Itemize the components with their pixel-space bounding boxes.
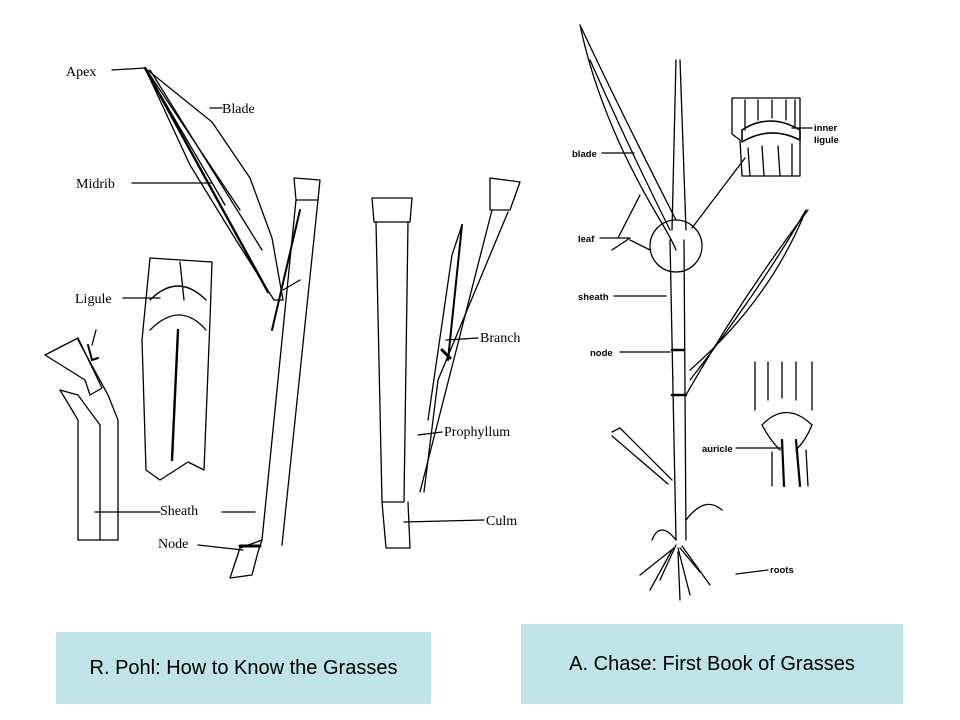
label-chase-leaf: leaf — [578, 234, 595, 245]
pohl-branch-drawing — [371, 177, 521, 549]
chase-auricle-inset — [735, 361, 813, 488]
label-chase-roots: roots — [770, 565, 794, 576]
pohl-blade-drawing — [143, 66, 284, 301]
chase-plant-drawing — [579, 24, 809, 601]
caption-pohl: R. Pohl: How to Know the Grasses — [56, 632, 431, 704]
label-branch: Branch — [480, 331, 520, 346]
pohl-folded-sheath-drawing — [44, 337, 119, 541]
label-chase-node: node — [590, 348, 613, 359]
label-chase-ligule: ligule — [814, 135, 839, 146]
label-culm: Culm — [486, 514, 517, 529]
label-prophyllum: Prophyllum — [444, 425, 510, 440]
chase-inner-ligule-inset — [731, 97, 813, 177]
label-midrib: Midrib — [76, 177, 115, 192]
pohl-leader-lines — [91, 67, 485, 551]
pohl-open-sheath-drawing — [141, 257, 213, 481]
pohl-culm-sheath-drawing — [229, 177, 321, 579]
chase-leader-lines — [599, 152, 769, 575]
caption-chase: A. Chase: First Book of Grasses — [521, 624, 903, 704]
label-chase-blade: blade — [572, 149, 597, 160]
label-ligule: Ligule — [75, 292, 112, 307]
label-chase-sheath: sheath — [578, 292, 609, 303]
label-sheath: Sheath — [160, 504, 198, 519]
label-apex: Apex — [66, 65, 96, 80]
label-chase-auricle: auricle — [702, 444, 733, 455]
label-chase-inner: inner — [814, 123, 838, 134]
label-node: Node — [158, 537, 188, 552]
label-blade: Blade — [222, 102, 255, 117]
